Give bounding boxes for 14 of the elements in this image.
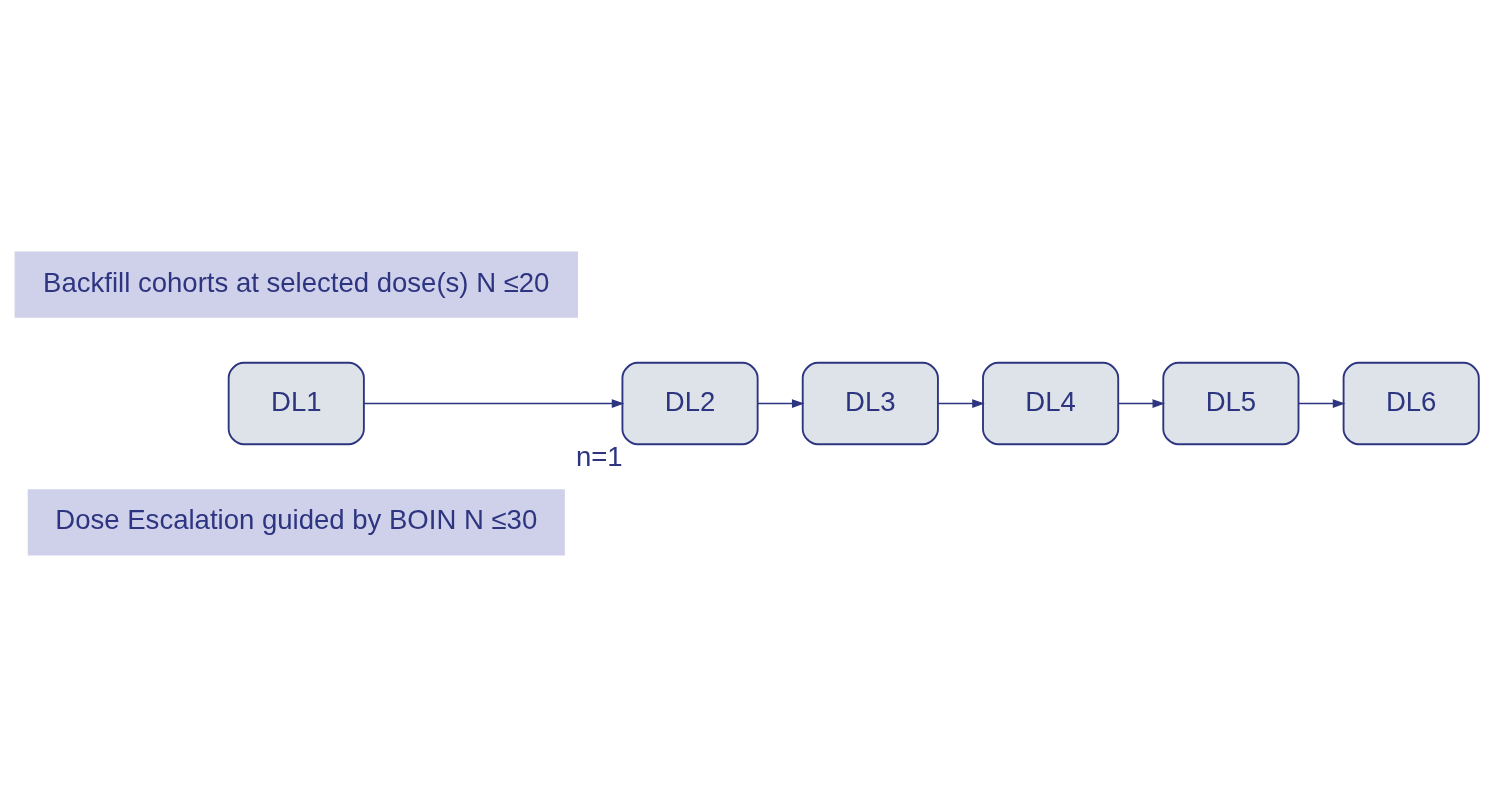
node-box: DL6 [1342,361,1480,446]
node-box: DL2 [621,361,759,446]
arrow [1298,399,1346,408]
node-box: DL4 [982,361,1120,446]
node-box: DL1 [227,361,365,446]
node-box: Backfill cohorts at selected dose(s) N ≤20 [14,251,578,318]
arrow [937,399,985,408]
arrow [363,399,625,408]
node-box: DL5 [1162,361,1300,446]
node-box: DL3 [801,361,939,446]
arrow [1117,399,1166,408]
arrow [757,399,805,408]
node-box: Dose Escalation guided by BOIN N ≤30 [27,489,565,556]
node-label: n=1 [575,441,623,473]
